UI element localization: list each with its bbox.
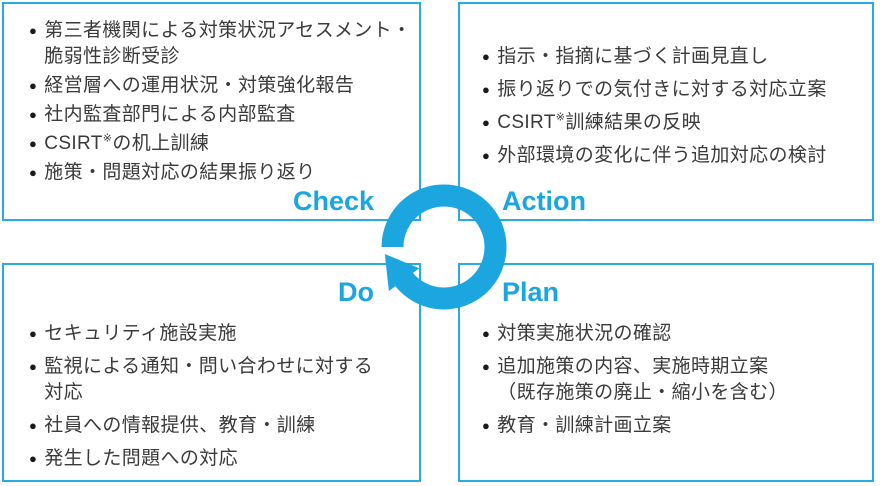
list-item-text: 追加施策の内容、実施時期立案 （既存施策の廃止・縮小を含む） bbox=[497, 356, 788, 403]
bullet-icon: ● bbox=[482, 148, 491, 163]
list-item-text: CSIRT※訓練結果の反映 bbox=[497, 111, 702, 133]
list-item: ● CSIRT※訓練結果の反映 bbox=[482, 110, 866, 136]
check-list: ● 第三者機関による対策状況アセスメント・ 脆弱性診断受診 ● 経営層への運用状況・対… bbox=[4, 4, 419, 186]
quadrant-action: ● 指示・指摘に基づく計画見直し ● 振り返りでの気付きに対する対応立案 ● CSIRT※… bbox=[458, 2, 874, 221]
list-item: ● 対策実施状況の確認 bbox=[482, 321, 866, 347]
do-label: Do bbox=[338, 277, 374, 307]
list-item-text: 教育・訓練計画立案 bbox=[497, 415, 672, 436]
check-label: Check bbox=[292, 186, 374, 216]
list-item: ● 社内監査部門による内部監査 bbox=[29, 102, 413, 128]
list-item-text: 発生した問題への対応 bbox=[44, 448, 239, 469]
bullet-icon: ● bbox=[482, 418, 491, 433]
bullet-icon: ● bbox=[29, 451, 38, 466]
bullet-icon: ● bbox=[482, 359, 491, 374]
bullet-icon: ● bbox=[29, 165, 38, 180]
plan-label: Plan bbox=[502, 277, 560, 307]
list-item-text: 社員への情報提供、教育・訓練 bbox=[44, 415, 316, 436]
bullet-icon: ● bbox=[29, 326, 38, 341]
bullet-icon: ● bbox=[29, 136, 38, 151]
bullet-icon: ● bbox=[29, 23, 38, 38]
reference-mark: ※ bbox=[555, 111, 566, 124]
list-item-text: 社内監査部門による内部監査 bbox=[44, 104, 296, 125]
list-item-text: 外部環境の変化に伴う追加対応の検討 bbox=[497, 145, 827, 166]
list-item-text: 監視による通知・問い合わせに対する 対応 bbox=[44, 356, 374, 403]
quadrant-plan: ● 対策実施状況の確認 ● 追加施策の内容、実施時期立案 （既存施策の廃止・縮小を含む… bbox=[458, 263, 874, 482]
do-list: ● セキュリティ施設実施 ● 監視による通知・問い合わせに対する 対応 ● 社員への情報提… bbox=[4, 265, 419, 472]
list-item-text: 第三者機関による対策状況アセスメント・ 脆弱性診断受診 bbox=[44, 20, 412, 67]
list-item: ● CSIRT※の机上訓練 bbox=[29, 131, 413, 157]
list-item: ● 発生した問題への対応 bbox=[29, 446, 413, 472]
list-item: ● 施策・問題対応の結果振り返り bbox=[29, 160, 413, 186]
bullet-icon: ● bbox=[482, 326, 491, 341]
quadrant-check: ● 第三者機関による対策状況アセスメント・ 脆弱性診断受診 ● 経営層への運用状況・対… bbox=[2, 2, 421, 221]
list-item: ● 社員への情報提供、教育・訓練 bbox=[29, 413, 413, 439]
list-item: ● 監視による通知・問い合わせに対する 対応 bbox=[29, 354, 413, 406]
list-item-text: 施策・問題対応の結果振り返り bbox=[44, 162, 316, 183]
bullet-icon: ● bbox=[29, 107, 38, 122]
reference-mark: ※ bbox=[102, 132, 113, 145]
bullet-icon: ● bbox=[29, 418, 38, 433]
bullet-icon: ● bbox=[29, 78, 38, 93]
bullet-icon: ● bbox=[482, 82, 491, 97]
list-item-text: セキュリティ施設実施 bbox=[44, 323, 237, 344]
plan-list: ● 対策実施状況の確認 ● 追加施策の内容、実施時期立案 （既存施策の廃止・縮小を含む… bbox=[460, 265, 872, 439]
action-label: Action bbox=[502, 186, 586, 216]
quadrant-do: ● セキュリティ施設実施 ● 監視による通知・問い合わせに対する 対応 ● 社員への情報提… bbox=[2, 263, 421, 482]
list-item-text: 指示・指摘に基づく計画見直し bbox=[497, 46, 769, 67]
list-item: ● セキュリティ施設実施 bbox=[29, 321, 413, 347]
list-item-text: 振り返りでの気付きに対する対応立案 bbox=[497, 79, 827, 100]
list-item: ● 外部環境の変化に伴う追加対応の検討 bbox=[482, 143, 866, 169]
list-item-text: 対策実施状況の確認 bbox=[497, 323, 672, 344]
list-item-text: 経営層への運用状況・対策強化報告 bbox=[44, 75, 355, 96]
bullet-icon: ● bbox=[29, 359, 38, 374]
bullet-icon: ● bbox=[482, 115, 491, 130]
list-item: ● 経営層への運用状況・対策強化報告 bbox=[29, 73, 413, 99]
list-item: ● 第三者機関による対策状況アセスメント・ 脆弱性診断受診 bbox=[29, 18, 413, 70]
bullet-icon: ● bbox=[482, 49, 491, 64]
list-item: ● 振り返りでの気付きに対する対応立案 bbox=[482, 77, 866, 103]
list-item: ● 教育・訓練計画立案 bbox=[482, 413, 866, 439]
action-list: ● 指示・指摘に基づく計画見直し ● 振り返りでの気付きに対する対応立案 ● CSIRT※… bbox=[460, 4, 872, 169]
list-item: ● 追加施策の内容、実施時期立案 （既存施策の廃止・縮小を含む） bbox=[482, 354, 866, 406]
list-item-text: CSIRT※の机上訓練 bbox=[44, 132, 210, 154]
pdca-cycle-arrow-icon bbox=[381, 184, 507, 310]
list-item: ● 指示・指摘に基づく計画見直し bbox=[482, 44, 866, 70]
